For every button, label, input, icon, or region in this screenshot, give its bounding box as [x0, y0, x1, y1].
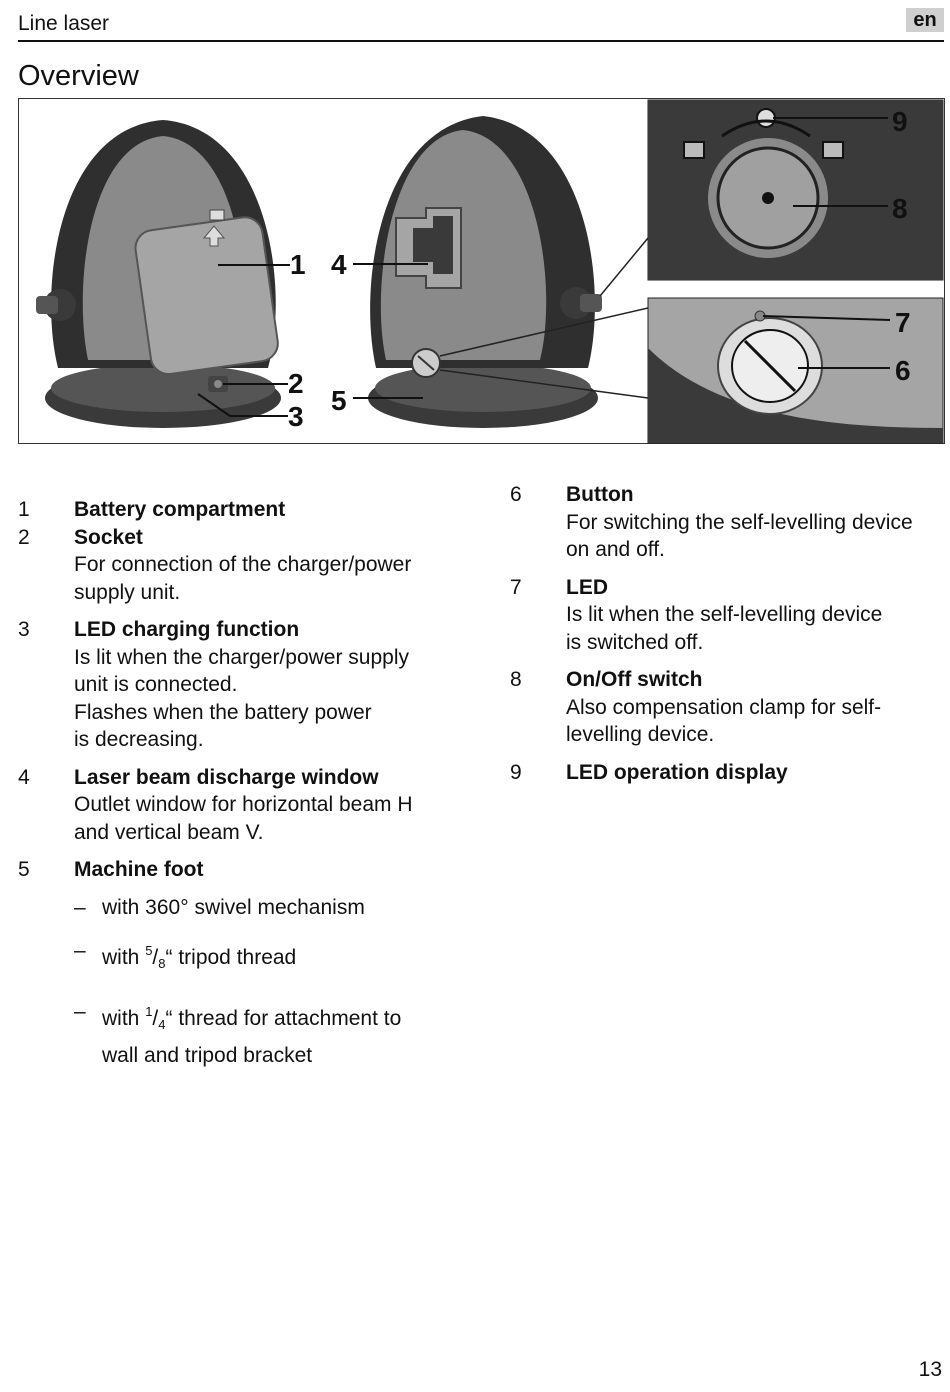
- callout-7: 7: [895, 307, 911, 338]
- callout-1: 1: [290, 249, 306, 280]
- legend-desc-line: Is lit when the charger/power supply: [74, 645, 410, 669]
- callout-6: 6: [895, 355, 911, 386]
- language-badge: en: [906, 8, 944, 32]
- callout-4: 4: [331, 249, 347, 280]
- bullet-item: – with 360° swivel mechanism: [74, 894, 468, 922]
- legend-item: 1 Battery compartment: [18, 496, 468, 524]
- callout-9: 9: [892, 106, 908, 137]
- legend-title: LED: [566, 575, 608, 599]
- legend-number: 6: [510, 483, 522, 506]
- legend-desc-line: For connection of the charger/power: [74, 553, 412, 576]
- legend-title: Machine foot: [74, 858, 204, 881]
- callout-8: 8: [892, 193, 908, 224]
- legend-item: 4 Laser beam discharge window Outlet win…: [18, 764, 468, 847]
- legend-title: Socket: [74, 525, 143, 549]
- legend-number: 4: [18, 765, 30, 789]
- legend-number: 8: [510, 668, 522, 691]
- bullet-item: – with 1/4“ thread for attachment to wal…: [74, 998, 468, 1070]
- legend-number: 3: [18, 618, 30, 641]
- button-detail-inset: [647, 297, 944, 444]
- running-header-title: Line laser: [18, 12, 110, 35]
- switch-detail-inset: [647, 99, 944, 281]
- legend-desc-line: levelling device.: [566, 723, 715, 746]
- legend-title: On/Off switch: [566, 668, 703, 691]
- bullet-dash: –: [74, 999, 86, 1023]
- bullet-text: with 5/8“ tripod thread: [102, 943, 297, 971]
- legend-desc-line: and vertical beam V.: [74, 820, 264, 844]
- legend-desc-line: Flashes when the battery power: [74, 700, 372, 724]
- legend-desc-line: Also compensation clamp for self-: [566, 695, 882, 719]
- legend-desc-line: supply unit.: [74, 580, 181, 604]
- legend-title: Battery compartment: [74, 498, 286, 521]
- legend-item: 2 Socket For connection of the charger/p…: [18, 524, 468, 607]
- legend-right-column: 6 Button For switching the self-levellin…: [510, 481, 940, 796]
- legend-title: LED operation display: [566, 760, 788, 784]
- header-divider: [18, 40, 944, 42]
- page-number: 13: [918, 1358, 942, 1381]
- legend-number: 1: [18, 498, 30, 521]
- legend-desc-line: Is lit when the self-levelling device: [566, 603, 883, 626]
- page-title: Overview: [18, 60, 139, 92]
- legend-desc-line: on and off.: [566, 538, 665, 561]
- overview-illustration: 1 2 3 4 5 6 7 8 9: [18, 98, 945, 444]
- legend-desc-line: is switched off.: [566, 630, 704, 654]
- bullet-dash: –: [74, 895, 86, 919]
- callout-5: 5: [331, 385, 347, 416]
- laser-device-front: [36, 120, 281, 428]
- legend-item: 6 Button For switching the self-levellin…: [510, 481, 940, 564]
- legend-item: 9 LED operation display: [510, 759, 940, 787]
- bullet-dash: –: [74, 939, 86, 962]
- legend-desc-line: Outlet window for horizontal beam H: [74, 793, 413, 816]
- legend-left-column: 1 Battery compartment 2 Socket For conne…: [18, 496, 468, 1078]
- legend-title: Button: [566, 483, 634, 506]
- legend-item: 3 LED charging function Is lit when the …: [18, 616, 468, 754]
- legend-title: Laser beam discharge window: [74, 765, 379, 789]
- legend-title: LED charging function: [74, 618, 300, 641]
- legend-item: 8 On/Off switch Also compensation clamp …: [510, 666, 940, 749]
- bullet-text: with 1/4“ thread for attachment to wall …: [102, 1003, 402, 1068]
- legend-number: 2: [18, 525, 30, 549]
- legend-item: 7 LED Is lit when the self-levelling dev…: [510, 574, 940, 657]
- legend-desc-line: unit is connected.: [74, 673, 238, 696]
- legend-number: 9: [510, 760, 522, 784]
- legend-desc-line: For switching the self-levelling device: [566, 510, 913, 534]
- legend-desc-line: is decreasing.: [74, 728, 204, 751]
- bullet-text: with 360° swivel mechanism: [102, 895, 365, 919]
- callout-2: 2: [288, 368, 304, 399]
- legend-number: 5: [18, 858, 30, 881]
- legend-item: 5 Machine foot: [18, 856, 468, 884]
- legend-number: 7: [510, 575, 522, 599]
- callout-3: 3: [288, 401, 304, 432]
- bullet-item: – with 5/8“ tripod thread: [74, 937, 468, 978]
